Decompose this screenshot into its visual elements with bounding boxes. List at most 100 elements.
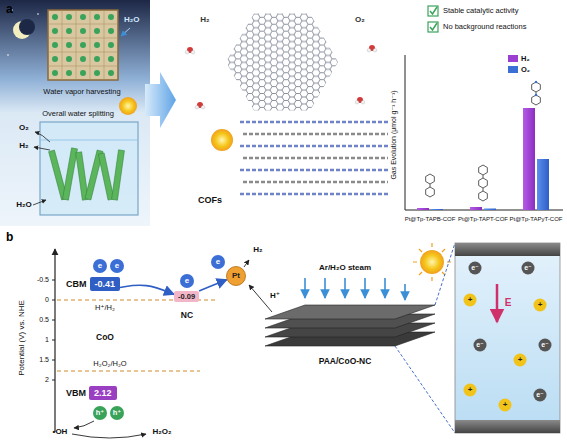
caption-text: Overall water splitting	[42, 110, 114, 119]
check-mark	[430, 23, 437, 30]
reaction-arrow	[72, 260, 272, 438]
tick-label: 1.5	[39, 356, 49, 364]
bar-chart	[470, 207, 482, 210]
check-mark	[428, 6, 438, 16]
material-label: COFs	[198, 195, 222, 205]
band-name: VBM	[66, 388, 86, 399]
zoom-line	[395, 346, 455, 433]
charge-circle	[464, 294, 477, 307]
molecule-label: H₂O	[16, 200, 32, 209]
panel-label: b	[6, 231, 13, 245]
tick-label: 1	[45, 336, 49, 344]
steam-arrow	[364, 278, 366, 298]
legend-swatch	[508, 55, 518, 62]
charge-label: e⁻	[476, 341, 484, 349]
material-label: PAA/CoO-NC	[319, 357, 372, 367]
band-box: CBM-0.41	[66, 277, 120, 292]
molecule-structure	[479, 178, 488, 188]
harvester-device	[80, 28, 86, 34]
species-label: H₂O₂	[152, 427, 171, 436]
harvester-device	[108, 28, 114, 34]
panel-label: a	[6, 3, 13, 17]
condition-label: Ar/H₂O steam	[319, 263, 371, 272]
category-label: Pt@Tp-TAPyT-COF	[510, 216, 563, 223]
harvester-device	[66, 14, 72, 20]
electron-label: e	[98, 261, 102, 270]
level-label: H₂O₂/H₂O	[93, 360, 126, 369]
process-arrow	[145, 72, 176, 128]
molecule-label: O₂	[19, 123, 29, 132]
category-label: Pt@Tp-TAPT-COF	[458, 216, 508, 223]
charge-label: e⁻	[471, 264, 479, 272]
molecule-structure	[535, 94, 537, 96]
level-value: -0.09	[178, 292, 195, 301]
molecule-structure	[479, 191, 488, 201]
reaction-tank	[119, 97, 137, 115]
harvester-device	[48, 10, 118, 80]
harvester-device	[108, 56, 114, 62]
species-label: H₂	[253, 245, 262, 254]
sun-icon	[420, 250, 444, 274]
electron-transfer-arrow	[120, 285, 174, 294]
species-label: •OH	[53, 427, 68, 436]
potential-axis	[52, 280, 55, 380]
harvester-device	[94, 28, 100, 34]
charge-circle	[469, 262, 552, 402]
molecule-structure	[483, 175, 484, 178]
reaction-tank	[112, 150, 125, 200]
steam-arrow	[305, 278, 405, 300]
hole-circle	[110, 406, 124, 420]
bar-chart	[431, 209, 443, 210]
bar-chart	[405, 55, 406, 210]
harvester-device	[80, 56, 86, 62]
electron-circle	[180, 274, 194, 288]
check-item: Stable catalytic activity	[443, 7, 518, 16]
harvester-device	[94, 56, 100, 62]
zoom-panel	[455, 420, 560, 433]
harvester-device	[66, 70, 72, 76]
harvester-device	[94, 42, 100, 48]
reaction-tank	[98, 153, 114, 200]
cof-structure	[226, 14, 338, 111]
molecule-structure	[535, 81, 537, 83]
reaction-arrow	[72, 434, 146, 438]
molecule-structure	[532, 82, 541, 92]
harvester-device	[52, 70, 58, 76]
harvester-device	[94, 14, 100, 20]
reaction-tank	[33, 200, 46, 205]
cof-structure	[240, 145, 388, 147]
reaction-tank	[40, 140, 138, 141]
charge-circle	[464, 262, 552, 412]
tick-label: -0.5	[37, 276, 49, 284]
harvester-device	[52, 14, 114, 76]
harvester-device	[94, 70, 100, 76]
reaction-tank	[49, 148, 125, 200]
band-value: 2.12	[89, 386, 117, 401]
cof-structure	[243, 157, 388, 159]
reaction-arrow	[244, 260, 249, 267]
night-scene	[7, 54, 9, 56]
harvester-device	[66, 42, 72, 48]
electron-circle	[110, 259, 124, 273]
harvester-device	[108, 70, 114, 76]
reaction-arrow	[74, 421, 94, 428]
molecule-label: H₂	[19, 141, 28, 150]
charge-label: e⁻	[524, 264, 532, 272]
molecule-label: H₂O	[124, 15, 140, 24]
legend-row: O₂	[508, 65, 530, 74]
hole-circle	[93, 406, 107, 420]
molecule-structure	[430, 184, 431, 187]
charge-circle	[514, 354, 527, 367]
sun-icon	[413, 243, 451, 281]
film-stack	[265, 305, 435, 346]
charge-label: +	[538, 300, 543, 309]
cof-structure	[240, 121, 388, 123]
band-box: VBM2.12	[66, 386, 117, 401]
harvester-device	[80, 42, 86, 48]
molecule-structure	[479, 165, 488, 175]
night-scene	[19, 19, 35, 35]
field-label: E	[505, 297, 512, 309]
electron-transfer-arrow	[199, 280, 227, 291]
zoom-panel	[455, 243, 560, 433]
